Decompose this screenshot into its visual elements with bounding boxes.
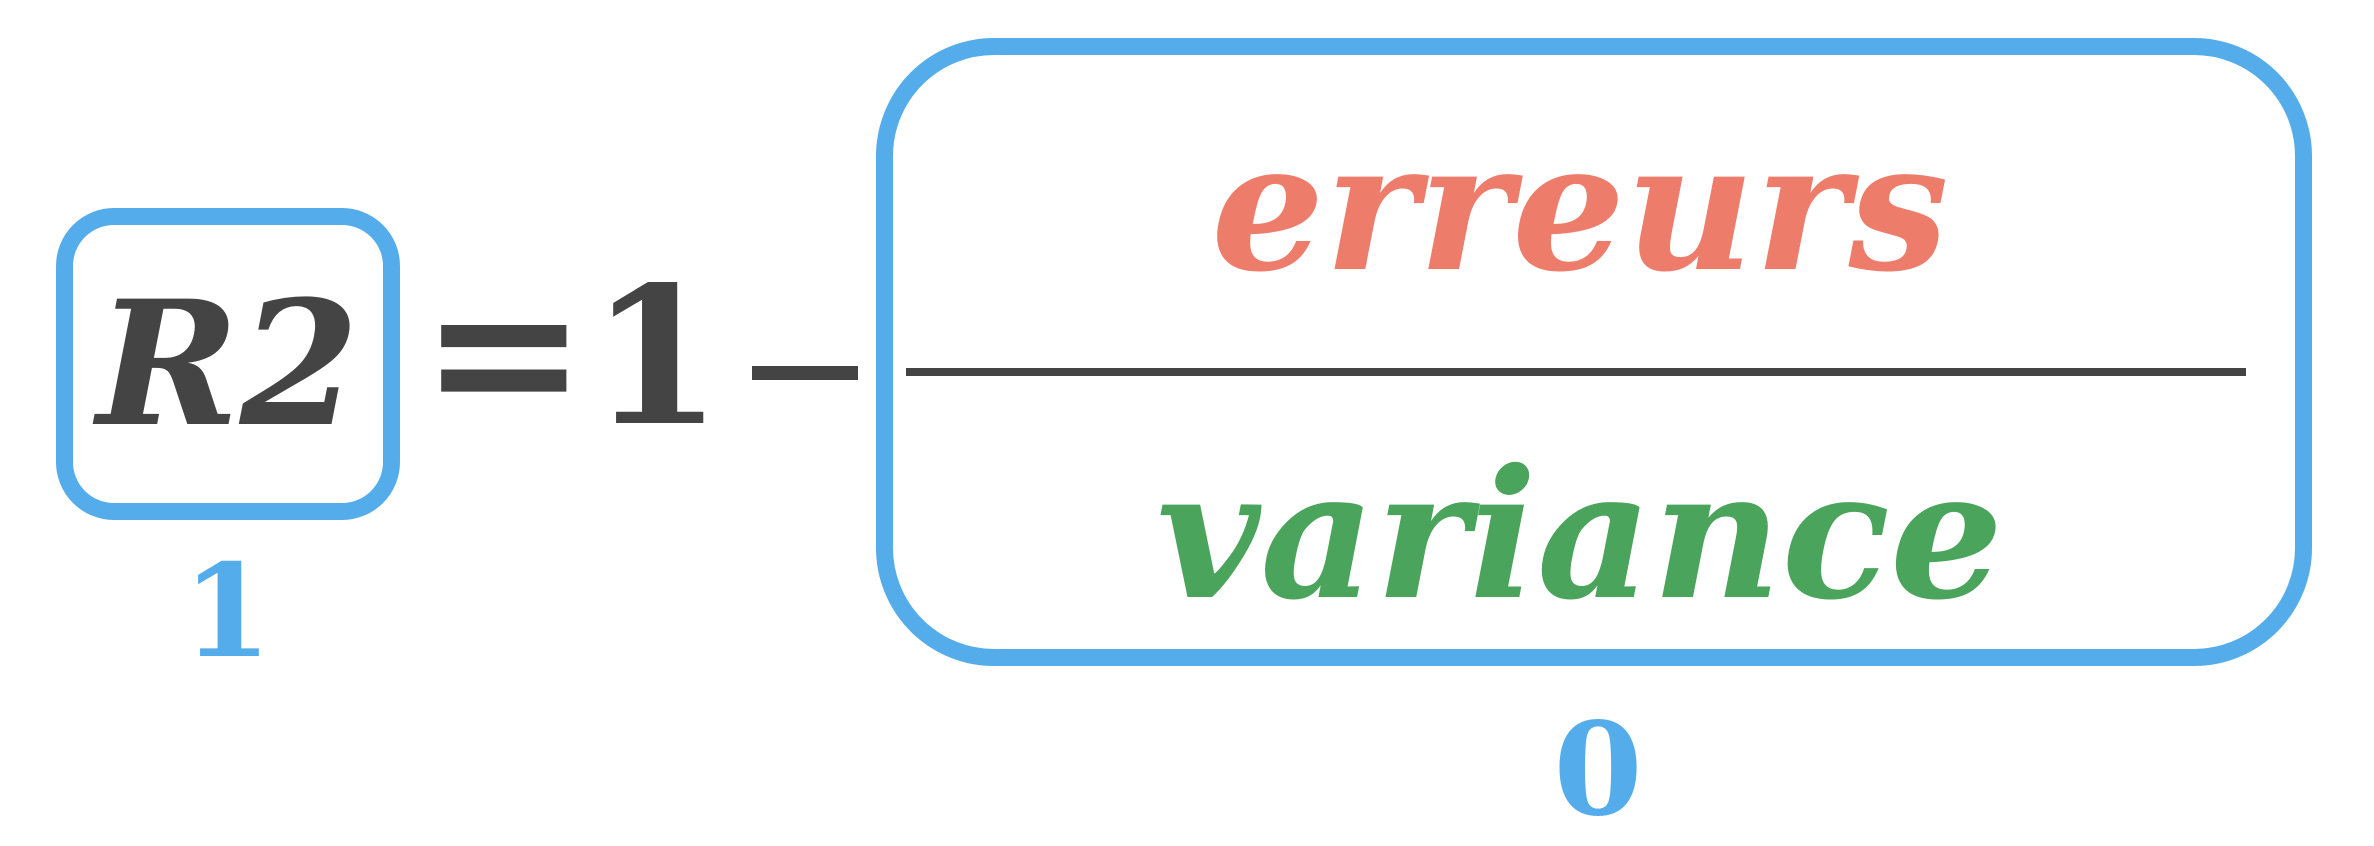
constant-one: 1 — [590, 245, 723, 468]
minus-sign — [752, 366, 858, 380]
fraction-highlight-box — [876, 38, 2312, 666]
fraction-bar — [906, 368, 2246, 376]
numerator-text: erreurs — [1211, 102, 1949, 311]
r2-highlight-box: R2 — [56, 208, 400, 520]
denominator-text: variance — [1156, 430, 2004, 639]
fraction-annotation: 0 — [1553, 695, 1643, 845]
r2-annotation: 1 — [182, 537, 272, 687]
equals-sign: = — [420, 234, 588, 469]
r2-symbol: R2 — [96, 262, 360, 465]
